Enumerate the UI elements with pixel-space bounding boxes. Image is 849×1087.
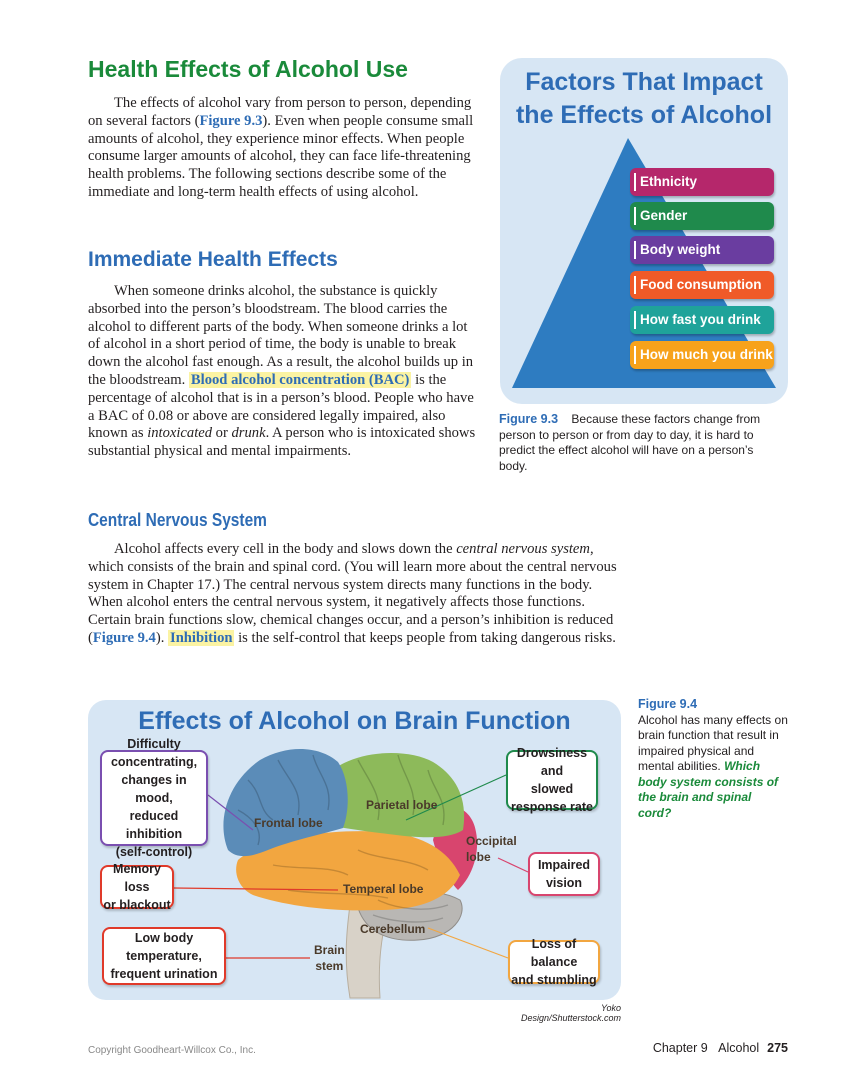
connector-drowsiness (405, 774, 507, 821)
factors-figure: Factors That Impact the Effects of Alcoh… (500, 58, 788, 404)
figure-9-4-caption: Figure 9.4 Alcohol has many effects on b… (638, 697, 788, 820)
copyright-footer: Copyright Goodheart-Willcox Co., Inc. (88, 1045, 256, 1056)
factor-item: How much you drink (630, 341, 774, 369)
review-question: Which body system consists of the brain … (638, 759, 779, 820)
callout-temperature: Low body temperature, frequent urination (102, 927, 226, 985)
factor-item: Food consumption (630, 271, 774, 299)
section-heading: Health Effects of Alcohol Use (88, 56, 408, 82)
callout-vision: Impaired vision (528, 852, 600, 896)
callout-drowsiness: Drowsiness and slowed response rate (506, 746, 598, 814)
factor-item: Gender (630, 202, 774, 230)
connector-memory (173, 887, 339, 891)
figure-number: Figure 9.4 (638, 697, 698, 711)
connector-balance (427, 927, 509, 959)
callout-difficulty: Difficulty concentrating, changes in moo… (100, 737, 208, 859)
label-temporal-lobe: Temperal lobe (343, 882, 424, 896)
figure-9-3-link[interactable]: Figure 9.3 (199, 112, 263, 129)
label-brain-stem: Brain stem (314, 943, 345, 973)
brain-illustration (173, 748, 529, 999)
temporal-lobe-shape (236, 831, 460, 911)
immediate-paragraph: When someone drinks alcohol, the substan… (88, 283, 476, 460)
label-parietal-lobe: Parietal lobe (366, 798, 438, 812)
figure-9-4-link[interactable]: Figure 9.4 (92, 629, 156, 646)
callout-memory: Memory loss or blackout (100, 862, 174, 912)
callout-balance: Loss of balance and stumbling (508, 937, 600, 987)
image-credit: Yoko Design/Shutterstock.com (520, 1003, 621, 1023)
connector-vision (497, 857, 529, 873)
factor-item: Body weight (630, 236, 774, 264)
key-term-inhibition: Inhibition (168, 629, 235, 646)
page-number: 275 (767, 1041, 788, 1055)
frontal-lobe-shape (223, 748, 348, 857)
factors-title: Factors That Impact the Effects of Alcoh… (515, 68, 773, 129)
connector-difficulty (207, 794, 254, 831)
factor-item: How fast you drink (630, 306, 774, 334)
parietal-lobe-shape (321, 752, 465, 838)
label-frontal-lobe: Frontal lobe (254, 816, 323, 830)
brain-figure: Effects of Alcohol on Brain Function (88, 700, 621, 1000)
figure-number: Figure 9.3 (499, 412, 559, 426)
key-term-bac: Blood alcohol concentration (BAC) (188, 371, 412, 388)
cns-paragraph: Alcohol affects every cell in the body a… (88, 541, 617, 646)
brain-figure-title: Effects of Alcohol on Brain Function (138, 707, 571, 735)
factor-item: Ethnicity (630, 168, 774, 196)
subsection-heading-immediate: Immediate Health Effects (88, 248, 338, 271)
figure-9-3-caption: Figure 9.3 Because these factors change … (499, 412, 761, 473)
label-cerebellum: Cerebellum (360, 922, 426, 936)
label-occipital-lobe: Occipital lobe (466, 834, 517, 864)
intro-paragraph: The effects of alcohol vary from person … (88, 95, 474, 200)
subsection-heading-cns: Central Nervous System (88, 510, 267, 530)
